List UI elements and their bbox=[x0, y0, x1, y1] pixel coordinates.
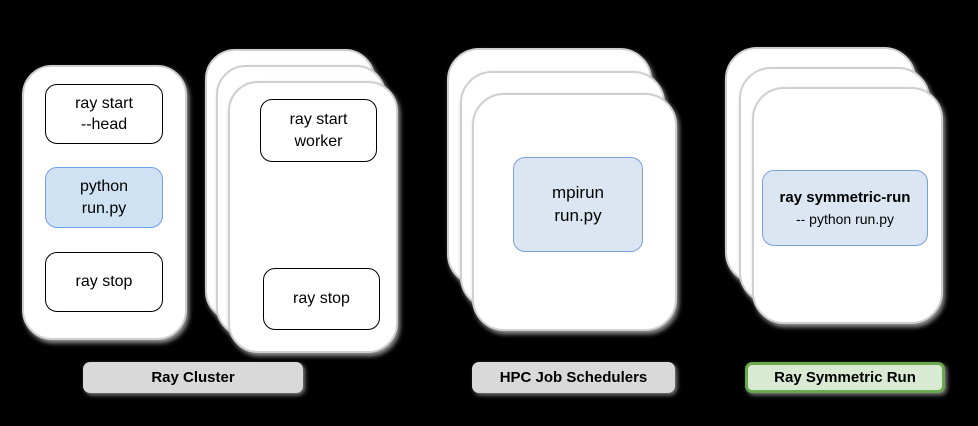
worker-ray-stop-box: ray stop bbox=[263, 268, 380, 330]
badge-label: Ray Cluster bbox=[151, 369, 235, 386]
mpirun-box: mpirun run.py bbox=[513, 157, 643, 252]
ray-symmetric-run-box: ray symmetric-run -- python run.py bbox=[762, 170, 928, 246]
ray-start-worker-box: ray start worker bbox=[260, 99, 377, 162]
command-line: run.py bbox=[81, 199, 127, 217]
command-line: ray start bbox=[289, 111, 348, 129]
python-run-box: python run.py bbox=[45, 167, 163, 228]
badge-label: HPC Job Schedulers bbox=[499, 369, 648, 386]
command-line: ray stop bbox=[75, 273, 133, 291]
command-line: ray symmetric-run bbox=[779, 188, 911, 206]
command-line: python bbox=[79, 178, 129, 196]
ray-cluster-badge: Ray Cluster bbox=[83, 362, 303, 393]
command-line: worker bbox=[294, 132, 343, 150]
ray-stop-box: ray stop bbox=[45, 252, 163, 312]
command-line: mpirun bbox=[552, 183, 604, 203]
badge-label: Ray Symmetric Run bbox=[774, 369, 916, 386]
command-line: ray stop bbox=[293, 290, 350, 308]
hpc-job-schedulers-badge: HPC Job Schedulers bbox=[472, 362, 675, 393]
command-line: run.py bbox=[554, 205, 602, 225]
command-line: -- python run.py bbox=[795, 210, 895, 227]
ray-symmetric-run-badge: Ray Symmetric Run bbox=[745, 362, 945, 393]
command-line: ray start bbox=[75, 94, 133, 112]
command-line: --head bbox=[80, 116, 128, 133]
ray-start-head-box: ray start --head bbox=[45, 84, 163, 144]
